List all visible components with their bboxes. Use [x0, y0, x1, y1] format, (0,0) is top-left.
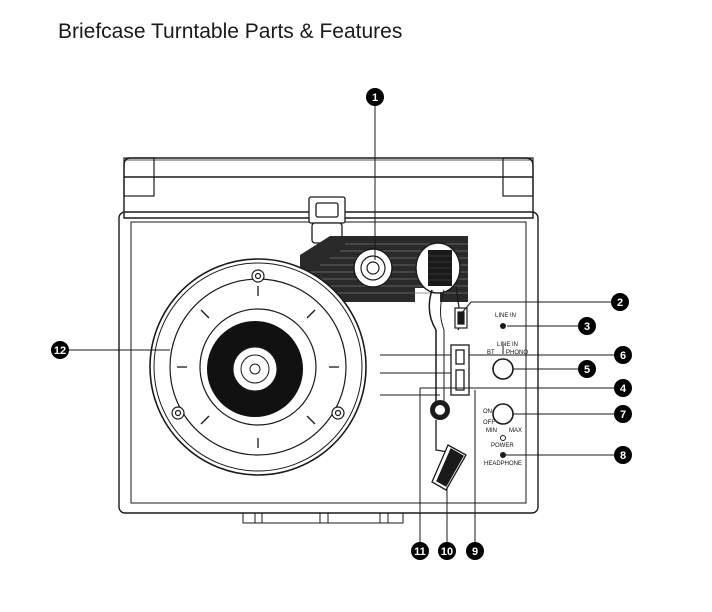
callout-9: 9 — [466, 542, 484, 560]
headphone-jack — [500, 452, 506, 458]
leader-lines — [66, 104, 614, 542]
tonearm-rest — [450, 344, 470, 396]
callout-6: 6 — [614, 346, 632, 364]
callout-4: 4 — [614, 379, 632, 397]
page-title: Briefcase Turntable Parts & Features — [58, 20, 403, 43]
callout-number: 8 — [620, 450, 626, 462]
callout-number: 2 — [617, 297, 623, 309]
callout-7: 7 — [614, 405, 632, 423]
label-off: OFF — [483, 420, 495, 426]
tonearm-lift — [454, 307, 468, 329]
label-line-in: LINE IN — [495, 313, 516, 319]
callout-number: 1 — [372, 92, 378, 104]
mode-knob — [492, 358, 514, 380]
record — [207, 321, 303, 417]
label-power: POWER — [491, 443, 514, 449]
label-phono: PHONO — [506, 350, 528, 356]
case-lid — [123, 157, 534, 219]
platter-screws — [171, 269, 345, 420]
callout-number: 3 — [584, 321, 590, 333]
volume-knob — [492, 403, 514, 425]
callout-number: 7 — [620, 409, 626, 421]
label-max: MAX — [509, 428, 522, 434]
callout-number: 11 — [414, 546, 426, 558]
tonearm-pivot — [415, 242, 461, 294]
label-line-in-switch: LINE IN — [497, 342, 518, 348]
label-on: ON — [483, 409, 492, 415]
callout-1: 1 — [366, 88, 384, 106]
callout-8: 8 — [614, 446, 632, 464]
callout-number: 4 — [620, 383, 627, 395]
callout-number: 9 — [472, 546, 478, 558]
callout-number: 6 — [620, 350, 626, 362]
callout-2: 2 — [611, 293, 629, 311]
case-feet — [242, 512, 404, 524]
adapter-45rpm — [353, 248, 393, 288]
callout-3: 3 — [578, 317, 596, 335]
control-panel: LINE IN LINE IN BT PHONO ON OFF MIN MAX … — [483, 313, 528, 467]
callouts: 1 2 3 4 5 6 7 8 9 10 11 12 — [51, 88, 632, 560]
power-led — [500, 435, 506, 441]
tonearm-clip — [430, 400, 450, 420]
callout-11: 11 — [411, 542, 429, 560]
guide-lines — [380, 354, 451, 396]
label-headphone: HEADPHONE — [484, 461, 522, 467]
callout-number: 12 — [54, 345, 66, 357]
label-min: MIN — [486, 428, 497, 434]
label-bt: BT — [487, 350, 495, 356]
callout-12: 12 — [51, 341, 69, 359]
callout-number: 10 — [441, 546, 453, 558]
callout-number: 5 — [584, 364, 590, 376]
callout-5: 5 — [578, 360, 596, 378]
callout-10: 10 — [438, 542, 456, 560]
headshell — [431, 420, 467, 491]
line-in-jack — [500, 323, 506, 329]
